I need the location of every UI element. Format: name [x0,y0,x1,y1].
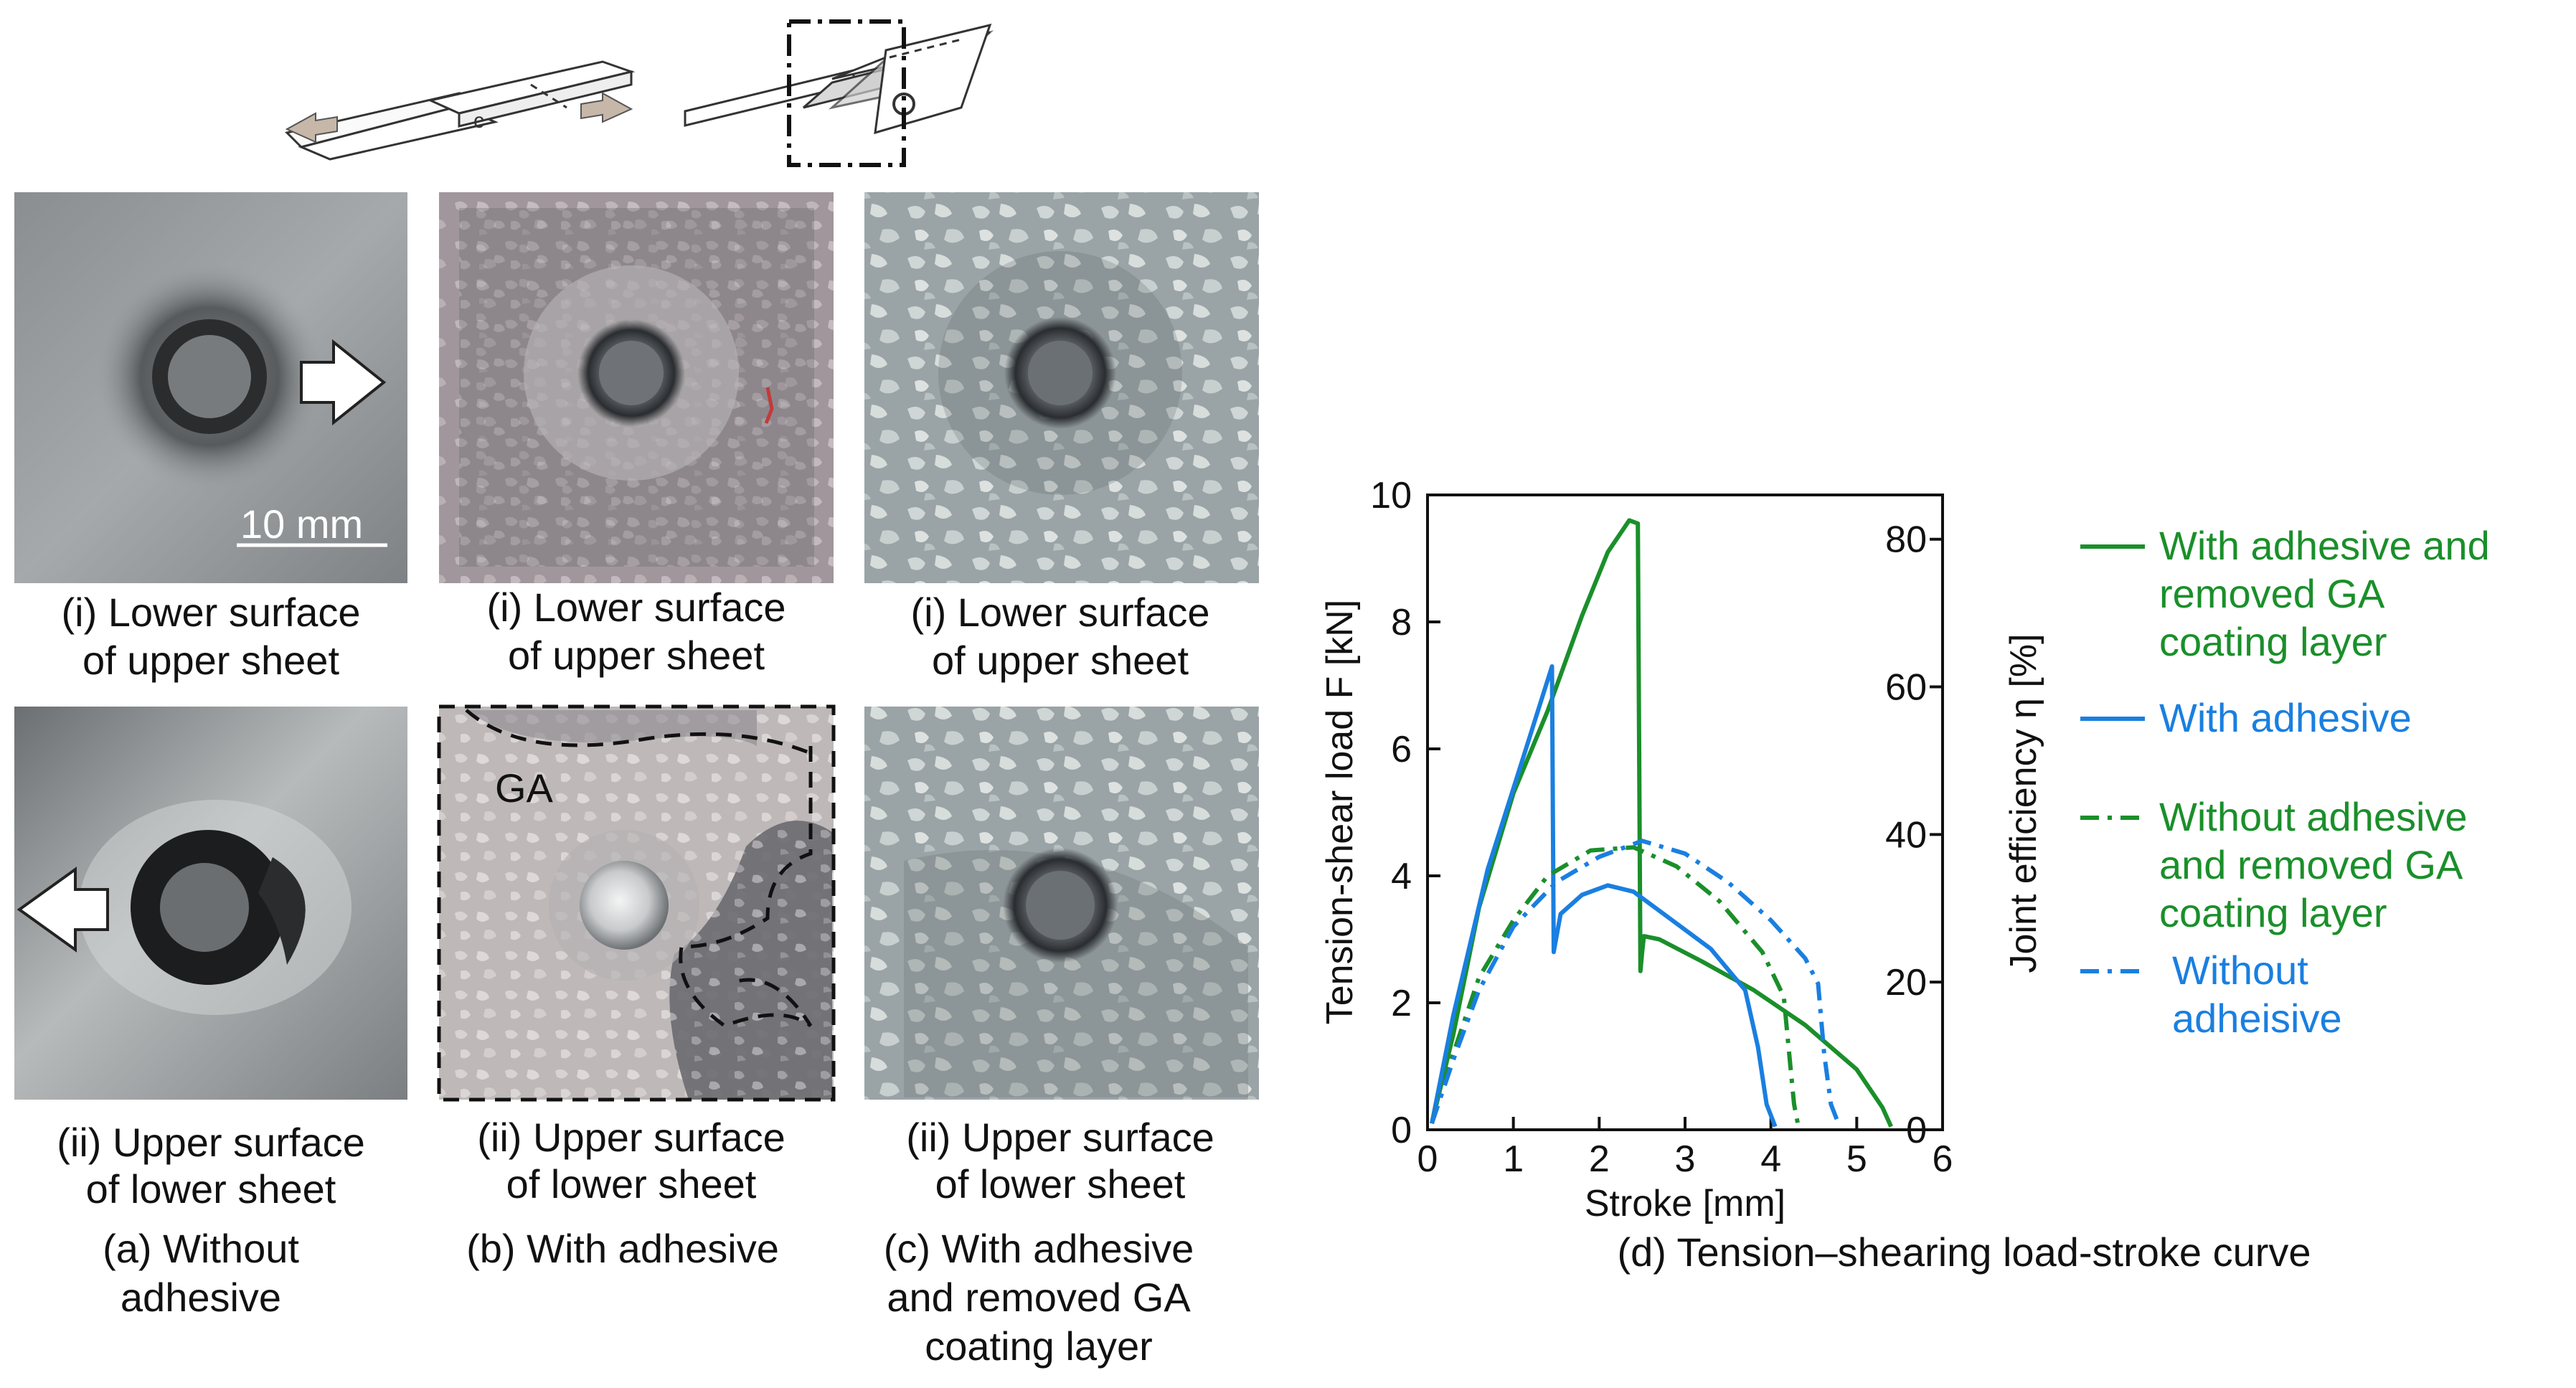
series-line-3 [1430,845,1801,1128]
svg-text:c: c [473,109,484,133]
y-axis-label: Tension-shear load F [kN] [1319,600,1361,1025]
panel-c-caption-line1: (c) With adhesive [884,1226,1194,1271]
caption-a-lower-line2: of lower sheet [86,1166,336,1212]
caption-b-lower-line2: of lower sheet [506,1161,757,1207]
photo-b-upper [439,192,834,583]
panel-c-caption-line3: coating layer [925,1323,1153,1369]
x-tick-label: 4 [1760,1138,1781,1180]
panel-c-caption-line2: and removed GA [887,1275,1191,1320]
caption-a-upper-line2: of upper sheet [82,638,339,683]
series-line-2 [1430,664,1778,1128]
y-tick-label: 4 [1391,856,1412,897]
panel-b-caption-line1: (b) With adhesive [466,1226,779,1271]
series-line-4 [1430,839,1842,1128]
specimen-schematic-peel [684,19,994,167]
panel-d-caption: (d) Tension–shearing load-stroke curve [1617,1229,2311,1275]
caption-b-upper-line1: (i) Lower surface [486,585,785,630]
x-tick-label: 5 [1846,1138,1867,1180]
x-axis-label: Stroke [mm] [1585,1183,1785,1224]
y-tick-label: 8 [1391,602,1412,643]
legend-label-4: Without [2172,948,2308,993]
y-right-tick-label: 80 [1885,519,1927,561]
legend-label-3: and removed GA [2159,842,2463,887]
y-tick-label: 6 [1391,729,1412,770]
y-right-tick-label: 20 [1885,962,1927,1004]
legend-label-4: adheisive [2172,996,2342,1041]
caption-c-upper-line1: (i) Lower surface [910,590,1209,635]
photo-c-lower [864,707,1259,1100]
legend-label-1: coating layer [2159,619,2387,664]
caption-c-upper-line2: of upper sheet [932,638,1189,683]
load-direction-arrow-right [300,339,387,426]
load-stroke-chart: 0 1 2 3 4 5 6 0 2 4 6 8 10 0 20 40 60 80 Stroke [mm] Te… [1319,475,2490,1275]
y-right-tick-label: 0 [1906,1110,1927,1151]
legend-label-3: coating layer [2159,890,2387,935]
legend-label-2: With adhesive [2159,695,2412,740]
panel-a-caption-line1: (a) Without [103,1226,299,1271]
photo-b-lower [437,704,836,1102]
panel-a-caption-line2: adhesive [121,1275,281,1320]
caption-b-upper-line2: of upper sheet [508,633,765,678]
caption-a-lower-line1: (ii) Upper surface [57,1120,364,1165]
x-tick-label: 2 [1589,1138,1610,1180]
caption-a-upper-line1: (i) Lower surface [61,590,360,635]
region-label-ga: GA [495,765,554,811]
photo-a-lower [14,707,407,1100]
scale-bar-label: 10 mm [240,501,363,547]
x-tick-label: 6 [1933,1138,1953,1180]
y-axis-right-label: Joint efficiency η [%] [2003,633,2044,973]
caption-c-lower-line2: of lower sheet [935,1161,1186,1207]
y-right-tick-label: 60 [1885,667,1927,709]
x-tick-label: 3 [1675,1138,1696,1180]
caption-c-lower-line1: (ii) Upper surface [906,1115,1214,1160]
caption-b-lower-line1: (ii) Upper surface [477,1115,785,1160]
x-tick-label: 1 [1503,1138,1524,1180]
x-tick-label: 0 [1417,1138,1438,1180]
y-tick-label: 0 [1391,1110,1412,1151]
photo-a-upper [14,192,407,583]
photo-c-upper [864,192,1259,583]
legend-label-1: With adhesive and [2159,523,2490,568]
legend-label-1: removed GA [2159,571,2385,616]
load-direction-arrow-left [16,867,109,953]
y-right-tick-label: 40 [1885,814,1927,856]
legend-label-3: Without adhesive [2159,794,2468,839]
y-tick-label: 10 [1370,475,1412,516]
y-tick-label: 2 [1391,983,1412,1024]
specimen-schematic-tension: c [285,60,636,161]
